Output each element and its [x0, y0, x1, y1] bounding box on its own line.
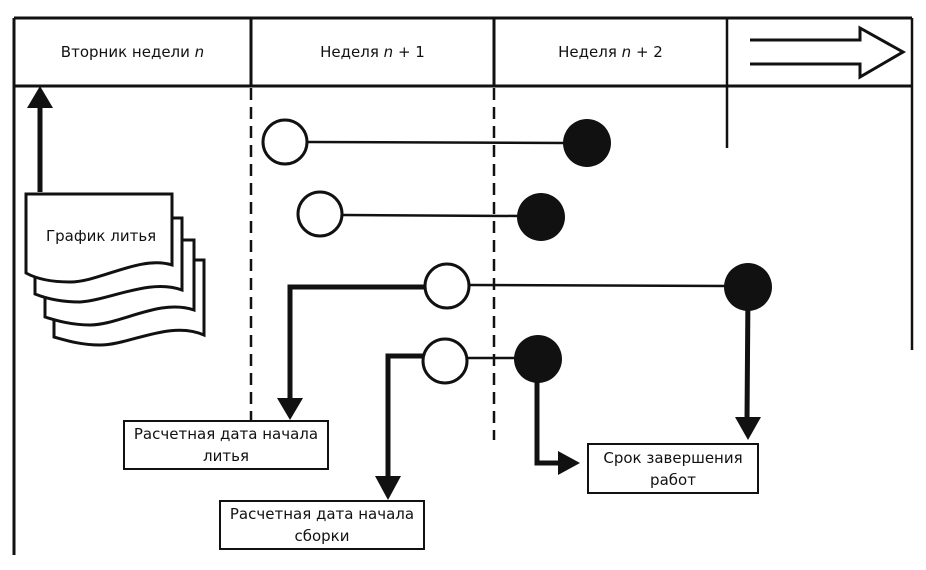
task-row-1	[261, 118, 611, 167]
header-label: Вторник недели	[60, 43, 190, 61]
header-var: n	[194, 43, 205, 61]
end-marker-filled	[517, 193, 565, 241]
end-marker-filled	[724, 263, 772, 311]
up-arrow-icon	[27, 86, 53, 192]
end-marker-filled	[563, 119, 611, 167]
header-suffix: + 1	[393, 43, 425, 61]
start-marker-open	[423, 262, 471, 310]
casting-start-date-box: Расчетная дата начала литья	[123, 420, 329, 470]
completion-deadline-box: Срок завершения работ	[587, 443, 759, 494]
header-var: n	[621, 43, 632, 61]
task-row-2	[296, 190, 565, 241]
header-col-week-n-plus-2: Неделя n + 2	[494, 18, 727, 86]
start-marker-open	[421, 337, 469, 385]
header-label: Неделя	[320, 43, 379, 61]
header-col-week-n-plus-1: Неделя n + 1	[251, 18, 494, 86]
start-marker-open	[261, 118, 309, 166]
header-var: n	[383, 43, 394, 61]
task-row-4	[375, 335, 580, 500]
assembly-start-date-box: Расчетная дата начала сборки	[219, 500, 425, 550]
task-row-3	[277, 262, 772, 440]
header-col-tuesday-week-n: Вторник недели n	[14, 18, 251, 86]
end-marker-filled	[514, 335, 562, 383]
header-label: Неделя	[558, 43, 617, 61]
document-stack-icon	[24, 192, 206, 347]
casting-schedule-label: График литья	[46, 227, 157, 245]
header-suffix: + 2	[631, 43, 663, 61]
double-arrow-right-icon	[750, 25, 907, 80]
start-marker-open	[296, 190, 344, 238]
